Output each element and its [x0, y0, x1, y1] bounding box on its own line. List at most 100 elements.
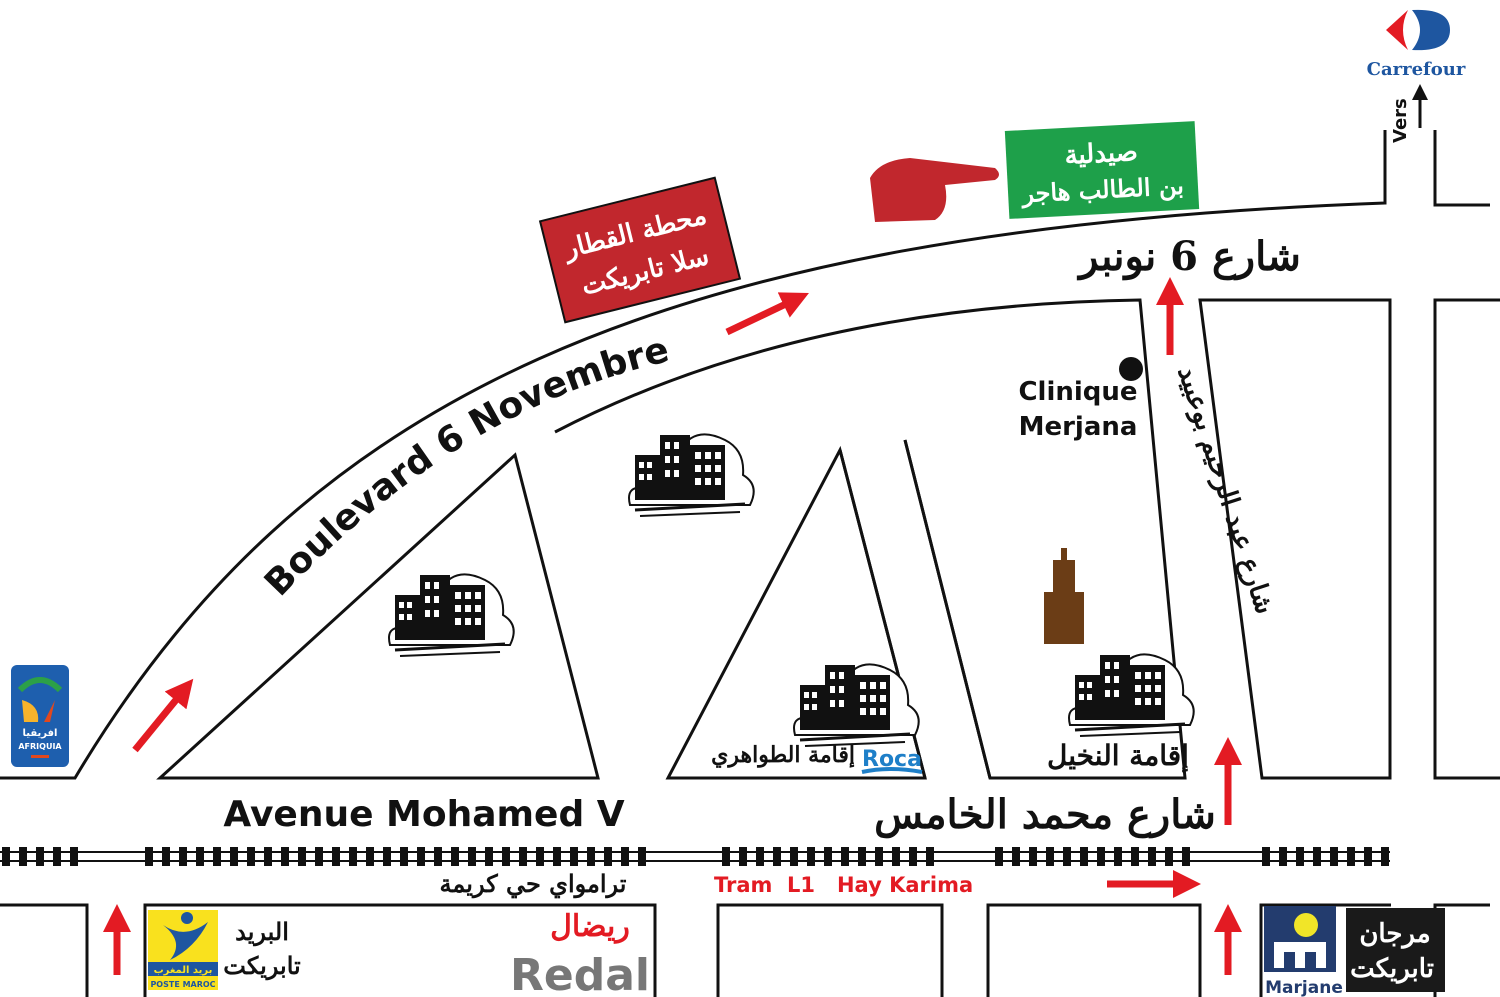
boulevard-label-ar: شارع 6 نونبر	[1076, 233, 1301, 281]
building-icon	[627, 432, 756, 518]
tram-tie	[315, 847, 323, 866]
clinic-label: Clinique	[1018, 377, 1137, 407]
direction-arrows	[103, 84, 1428, 975]
tram-tie	[773, 847, 781, 866]
roca-logo: Roca	[861, 747, 923, 774]
mosque-icon	[1044, 548, 1084, 644]
redal-logo: ريضال Redal	[510, 909, 650, 997]
tram-tie	[519, 847, 527, 866]
avenue-label: Avenue Mohamed V	[223, 794, 624, 835]
tram-tie	[417, 847, 425, 866]
pharmacy-sign: صيدلية بن الطالب هاجر	[1004, 121, 1200, 219]
tram-tie	[841, 847, 849, 866]
block	[0, 903, 1490, 997]
tram-tie	[553, 847, 561, 866]
tram-label-ar: ترامواي حي كريمة	[440, 869, 627, 899]
tram-tie	[36, 847, 44, 866]
svg-text:ريضال: ريضال	[550, 909, 630, 944]
tram-tie	[1330, 847, 1338, 866]
tram-tie	[230, 847, 238, 866]
tram-tie	[1063, 847, 1071, 866]
tram-tie	[756, 847, 764, 866]
tram-tie	[638, 847, 646, 866]
tram-tie	[1347, 847, 1355, 866]
svg-text:بريد المغرب: بريد المغرب	[154, 965, 213, 976]
tram-tie	[1131, 847, 1139, 866]
block	[156, 452, 600, 780]
clinic-marker	[1119, 357, 1143, 381]
tram-tie	[281, 847, 289, 866]
tram-tie	[1279, 847, 1287, 866]
clinic-label: Merjana	[1019, 412, 1138, 442]
tram-tie	[179, 847, 187, 866]
tram-tie	[366, 847, 374, 866]
tram-tie	[349, 847, 357, 866]
tram-tie	[1313, 847, 1321, 866]
svg-text:مرجان: مرجان	[1359, 919, 1430, 949]
tram-tie	[383, 847, 391, 866]
tram-tie	[70, 847, 78, 866]
tram-tie	[145, 847, 153, 866]
tram-tie	[1046, 847, 1054, 866]
svg-text:Carrefour: Carrefour	[1367, 59, 1466, 80]
tram-tie	[858, 847, 866, 866]
tram-tie	[892, 847, 900, 866]
tram-tie	[722, 847, 730, 866]
tram-tie	[926, 847, 934, 866]
tram-tie	[1097, 847, 1105, 866]
svg-text:Redal: Redal	[510, 950, 650, 997]
tram-tie	[451, 847, 459, 866]
arrow-icon	[725, 292, 809, 336]
tram-tie	[570, 847, 578, 866]
svg-text:صيدلية: صيدلية	[1064, 137, 1139, 171]
avenue-label-ar: شارع محمد الخامس	[874, 791, 1216, 839]
tram-tie	[875, 847, 883, 866]
tram-tie	[1029, 847, 1037, 866]
tram-tie	[1381, 847, 1389, 866]
svg-text:تابريكت: تابريكت	[1350, 954, 1434, 984]
tram-tie	[1182, 847, 1190, 866]
poste-maroc-logo: بريد المغرب POSTE MAROC	[148, 910, 218, 990]
tram-tie	[1364, 847, 1372, 866]
tram-tie	[196, 847, 204, 866]
tram-tie	[247, 847, 255, 866]
poste-label: تابريكت	[223, 951, 301, 981]
tram-track	[0, 847, 1390, 866]
tram-tie	[485, 847, 493, 866]
tram-tie	[1080, 847, 1088, 866]
tram-tie	[1296, 847, 1304, 866]
tram-tie	[824, 847, 832, 866]
carrefour-logo: Carrefour	[1367, 9, 1466, 80]
tram-tie	[2, 847, 10, 866]
tram-tie	[162, 847, 170, 866]
marjane-logo: Marjane مرجان تابريكت	[1264, 906, 1445, 997]
tram-tie	[53, 847, 61, 866]
tram-tie	[604, 847, 612, 866]
road-edge-right	[1433, 130, 1490, 207]
tram-tie	[807, 847, 815, 866]
tram-tie	[536, 847, 544, 866]
tram-tie	[909, 847, 917, 866]
block	[1433, 298, 1500, 780]
boulevard-outer-edge	[0, 130, 1387, 780]
poste-label: البريد	[235, 917, 289, 947]
tram-tie	[400, 847, 408, 866]
tram-tie	[621, 847, 629, 866]
pointing-hand-icon	[870, 158, 999, 222]
tram-tie	[1114, 847, 1122, 866]
tram-tie	[434, 847, 442, 866]
block	[1198, 298, 1392, 780]
tram-tie	[1012, 847, 1020, 866]
tram-tie	[790, 847, 798, 866]
train-station-sign: محطة القطار سلا تابريكت	[538, 176, 742, 324]
tram-tie	[332, 847, 340, 866]
svg-text:Marjane: Marjane	[1265, 978, 1343, 997]
tram-tie	[587, 847, 595, 866]
tram-tie	[1165, 847, 1173, 866]
svg-text:POSTE MAROC: POSTE MAROC	[150, 980, 215, 989]
tram-tie	[19, 847, 27, 866]
afriquia-logo: افريقيا AFRIQUIA	[11, 665, 69, 767]
tram-tie	[213, 847, 221, 866]
tram-tie	[1262, 847, 1270, 866]
tram-tie	[739, 847, 747, 866]
